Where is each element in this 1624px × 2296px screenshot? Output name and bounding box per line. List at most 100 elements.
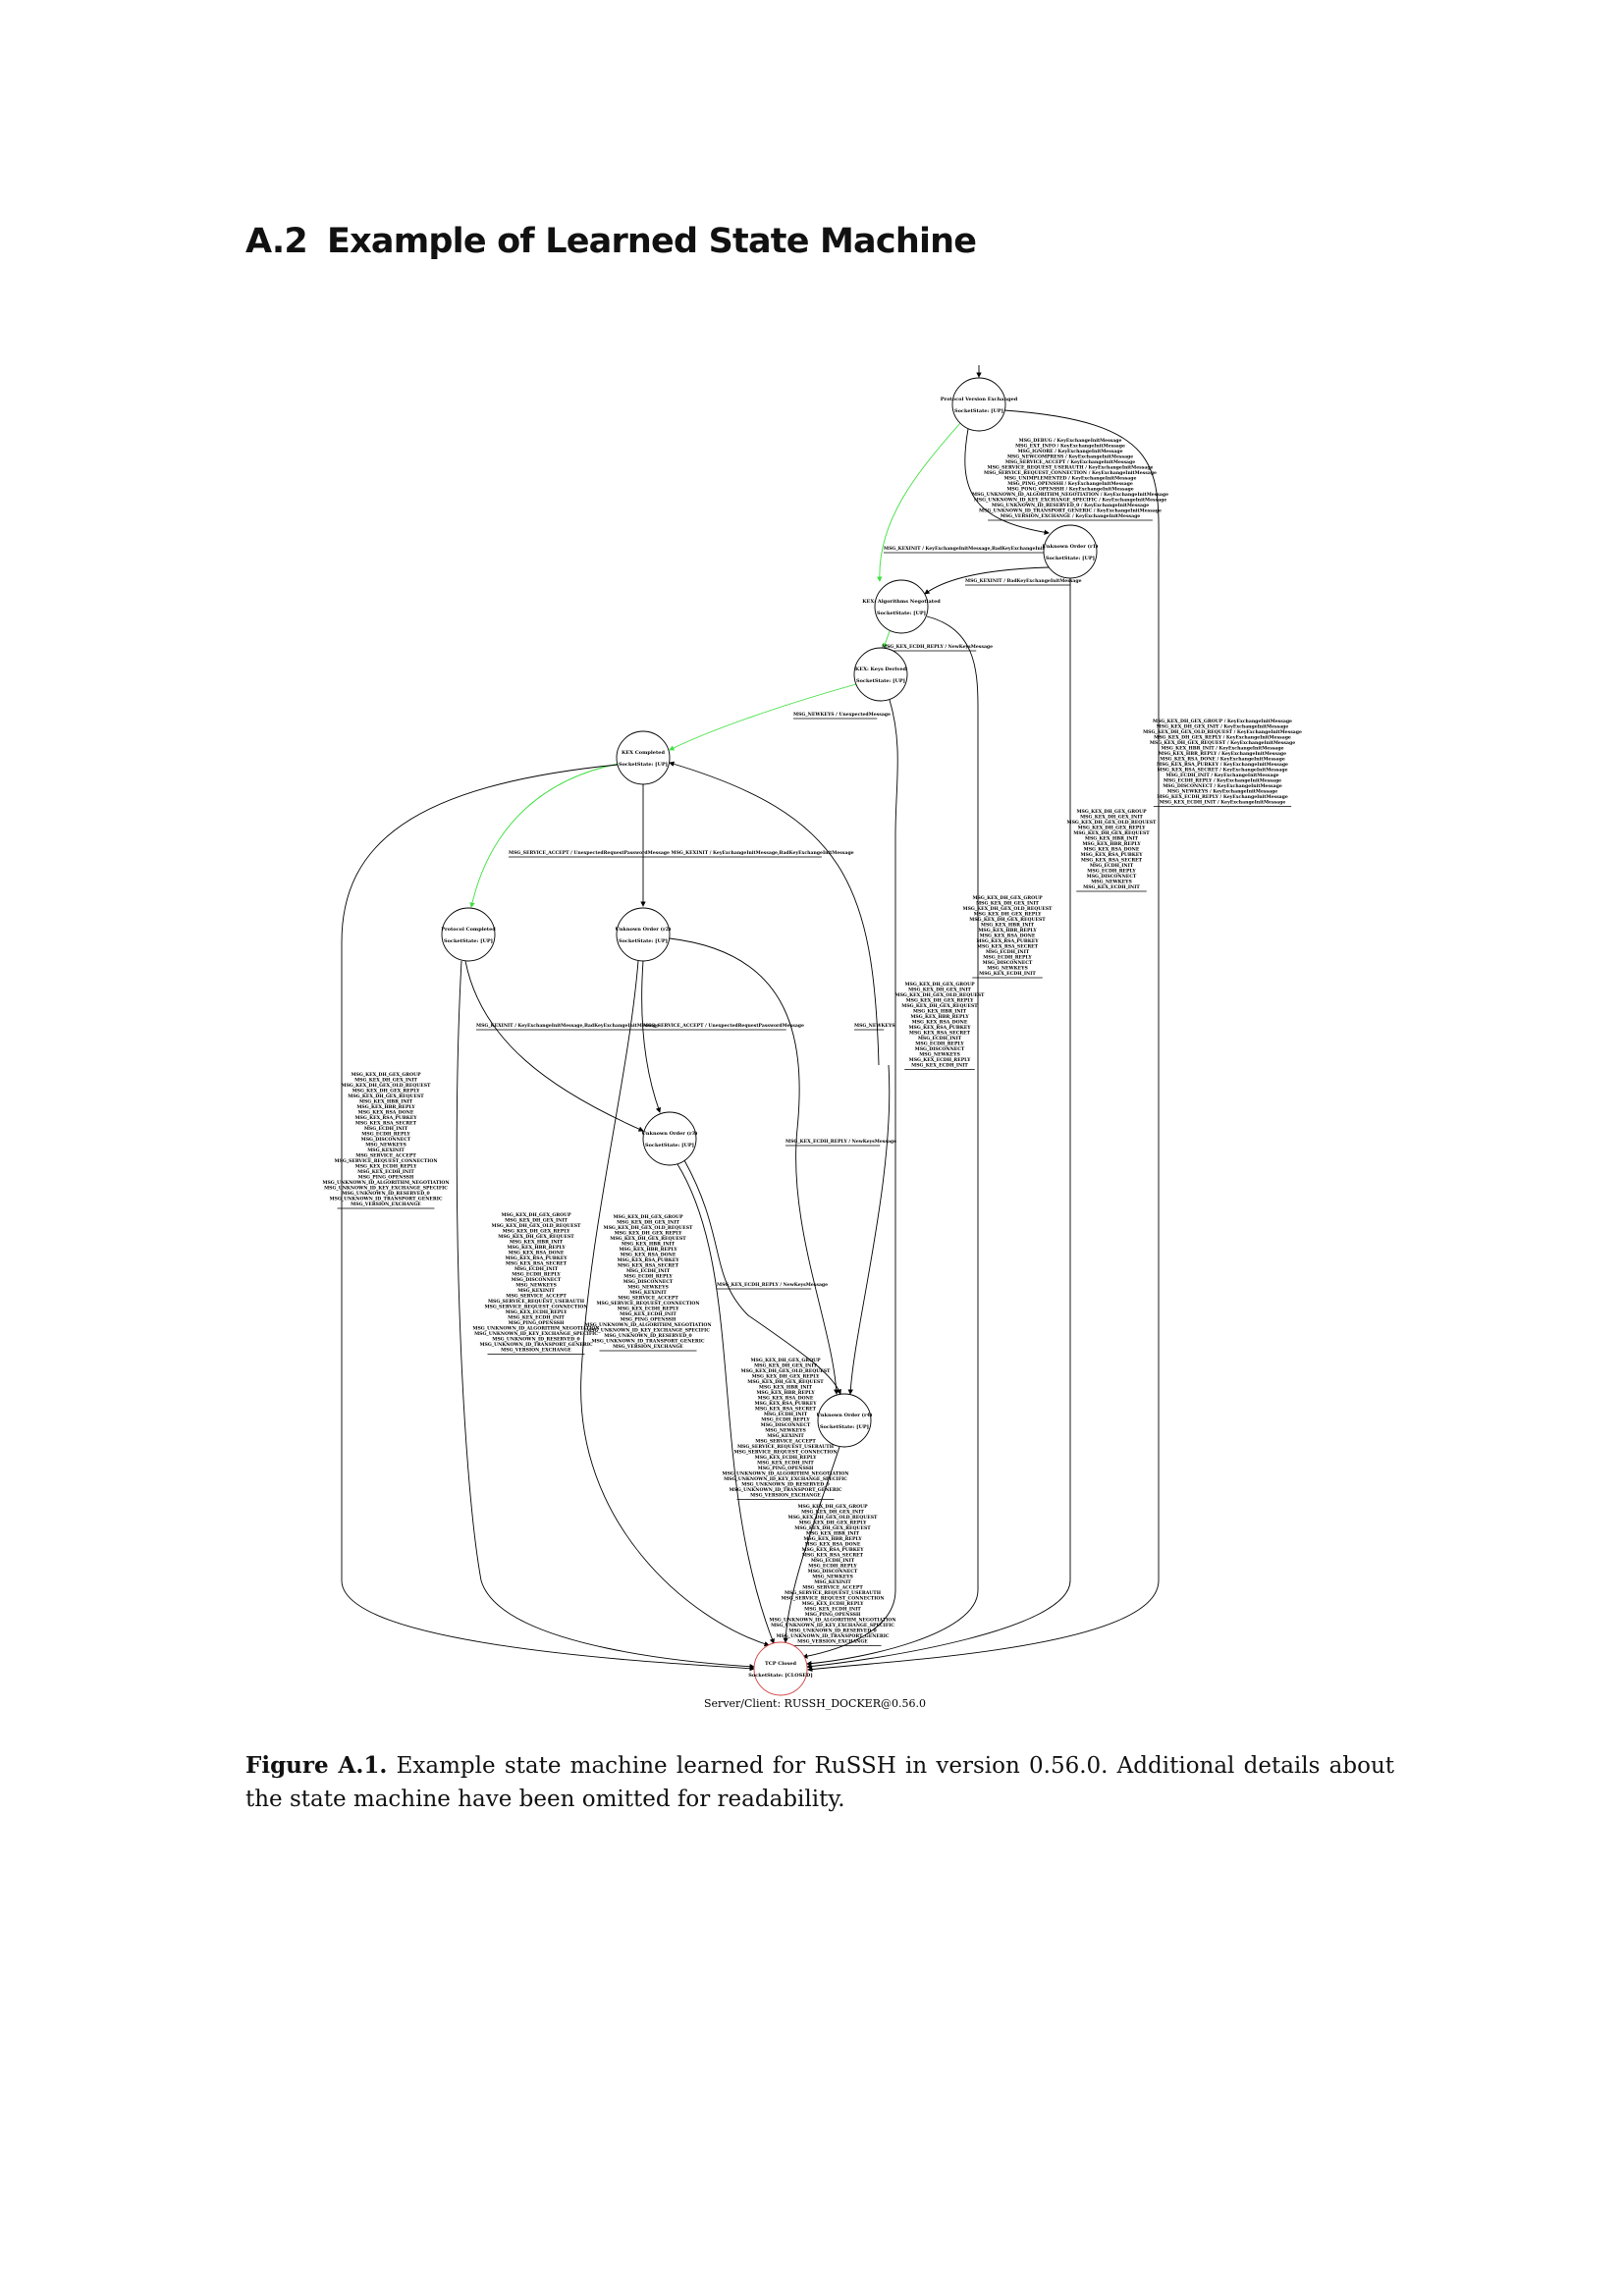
transition-edge (669, 761, 880, 1066)
transition-label-line: MSG_UNKNOWN_ID_TRANSPORT_GENERIC (479, 1342, 592, 1348)
transition-label: MSG_KEX_DH_GEX_GROUPMSG_KEX_DH_GEX_INITM… (472, 1212, 600, 1355)
transition-label-line: MSG_NEWKEYS (515, 1283, 557, 1289)
transition-label-line: MSG_KEX_HBR_INIT (510, 1240, 564, 1246)
transition-label-line: MSG_KEX_DH_GEX_REPLY (906, 998, 975, 1004)
transition-label: MSG_KEXINIT / KeyExchangeInitMessage,Bad… (476, 1023, 659, 1031)
transition-label-line: MSG_KEX_ECDH_INIT (911, 1063, 968, 1069)
transition-label-line: MSG_KEX_DH_GEX_GROUP (351, 1072, 421, 1078)
transition-label-line: MSG_SERVICE_ACCEPT / UnexpectedRequestPa… (509, 850, 854, 856)
transition-label-line: MSG_VERSION_EXCHANGE (613, 1344, 683, 1350)
state-circle (616, 907, 671, 962)
transition-label-line: MSG_ECDH_REPLY (808, 1564, 857, 1570)
state-title: KEX: Keys Derived (855, 667, 907, 672)
state-socket-status: SocketState: [UP] (645, 1143, 694, 1148)
transition-label-line: MSG_KEX_HBR_REPLY (619, 1247, 677, 1253)
transition-label-line: MSG_ECDH_REPLY (361, 1132, 410, 1138)
state-circle (817, 1393, 872, 1448)
transition-label-line: MSG_NEWKEYS (365, 1143, 406, 1148)
transition-label-line: MSG_KEX_DH_GEX_OLD_REQUEST (895, 992, 986, 998)
transition-label-line: MSG_KEX_HBR_INIT (806, 1531, 860, 1537)
transition-label-line: MSG_KEX_RSA_PUBKEY (801, 1547, 864, 1553)
transition-label-line: MSG_EXT_INFO / KeyExchangeInitMessage (1015, 444, 1125, 450)
transition-label-line: MSG_KEX_DH_GEX_REQUEST (1073, 830, 1150, 836)
transition-label-line: MSG_ECDH_INIT (811, 1558, 855, 1564)
transition-label-line: MSG_PING_OPENSSH (358, 1175, 414, 1181)
figure-caption-text: Example state machine learned for RuSSH … (245, 1753, 1394, 1812)
transition-label-line: MSG_KEX_DH_GEX_REQUEST (610, 1236, 686, 1242)
transition-label-line: MSG_KEX_DH_GEX_REQUEST (348, 1094, 424, 1099)
transition-label-line: MSG_KEX_HBR_REPLY (910, 1014, 969, 1020)
transition-label-line: MSG_SERVICE_REQUEST_USERAUTH (785, 1590, 882, 1596)
transition-label-line: MSG_NEWCOMPRESS / KeyExchangeInitMessage (1007, 454, 1133, 460)
transition-label-line: MSG_KEX_DH_GEX_REPLY (615, 1231, 683, 1237)
transition-label-line: MSG_ECDH_REPLY (512, 1272, 561, 1278)
state-title: Unknown Order (r3) (642, 1130, 698, 1137)
transition-label-line: MSG_PING_OPENSSH (758, 1466, 814, 1471)
transition-label-line: MSG_KEX_DH_GEX_REQUEST (747, 1379, 824, 1385)
transition-label-line: MSG_KEX_HBR_INIT (913, 1009, 967, 1015)
transition-label-line: MSG_KEX_RSA_DONE (758, 1396, 814, 1402)
transition-label-line: MSG_KEX_DH_GEX_REQUEST (901, 1003, 978, 1009)
transition-label: MSG_DEBUG / KeyExchangeInitMessageMSG_EX… (972, 438, 1168, 521)
transition-label-line: MSG_KEX_RSA_DONE (509, 1251, 565, 1256)
transition-label-line: MSG_VERSION_EXCHANGE (750, 1493, 821, 1499)
transition-label: MSG_KEX_DH_GEX_GROUPMSG_KEX_DH_GEX_INITM… (963, 895, 1053, 979)
transition-label-line: MSG_ECDH_REPLY (983, 955, 1032, 961)
transition-label-line: MSG_SERVICE_REQUEST_CONNECTION / KeyExch… (984, 470, 1157, 476)
transition-label-line: MSG_KEX_ECDH_REPLY (802, 1601, 864, 1607)
transition-label-line: MSG_KEXINIT (517, 1288, 555, 1294)
transition-label-line: MSG_KEX_RSA_PUBKEY (1080, 852, 1143, 858)
transition-label-line: MSG_KEX_RSA_DONE (1084, 847, 1140, 853)
transition-label-line: MSG_KEX_DH_GEX_REPLY (1078, 826, 1147, 831)
transition-edge (456, 960, 755, 1670)
state-title: Unknown Order (r2) (616, 926, 672, 933)
transition-edge (677, 1163, 775, 1644)
state-circle (874, 579, 929, 634)
transition-label-line: MSG_SERVICE_REQUEST_USERAUTH (488, 1299, 585, 1305)
transition-label-line: MSG_UNKNOWN_ID_TRANSPORT_GENERIC (329, 1197, 442, 1202)
transition-edge (806, 615, 979, 1667)
transition-label-line: MSG_KEXINIT (629, 1290, 667, 1296)
transition-edge (783, 1446, 840, 1643)
transition-label-line: MSG_DISCONNECT / KeyExchangeInitMessage (1163, 783, 1282, 789)
transition-label-line: MSG_UNKNOWN_ID_RESERVED_0 (492, 1337, 579, 1343)
transition-label: MSG_KEX_ECDH_REPLY / NewKeysMessage (882, 644, 993, 652)
transition-label-line: MSG_KEX_RSA_PUBKEY (754, 1401, 817, 1407)
state-socket-status: SocketState: [UP] (820, 1424, 869, 1430)
transition-label-line: MSG_ECDH_INIT (764, 1412, 808, 1417)
transition-label-line: MSG_ECDH_INIT (918, 1036, 962, 1041)
transition-label-line: MSG_SERVICE_REQUEST_CONNECTION (334, 1158, 438, 1164)
transition-label-line: MSG_PING_OPENSSH (621, 1317, 677, 1323)
transition-label-line: MSG_UNKNOWN_ID_KEY_EXCHANGE_SPECIFIC (474, 1331, 598, 1337)
state-circle (1043, 524, 1098, 579)
transition-label-line: MSG_SERVICE_ACCEPT (355, 1153, 416, 1159)
transition-edge (580, 960, 770, 1647)
transition-edge-happy-path (882, 630, 891, 649)
transition-label-line: MSG_KEX_DH_GEX_OLD_REQUEST (342, 1083, 432, 1089)
transition-label-line: MSG_KEXINIT (367, 1148, 405, 1153)
state-node-r4: Unknown Order (r4) SocketState: [UP] (817, 1393, 873, 1448)
transition-label-line: MSG_KEX_ECDH_INIT / KeyExchangeInitMessa… (1160, 800, 1286, 806)
state-title: KEX Completed (622, 750, 665, 756)
transition-label-line: MSG_KEX_RSA_SECRET (802, 1553, 864, 1559)
state-title: Unknown Order (r4) (817, 1412, 873, 1418)
state-node-r3: Unknown Order (r3) SocketState: [UP] (642, 1111, 698, 1166)
transition-label-line: MSG_DEBUG / KeyExchangeInitMessage (1019, 438, 1122, 444)
transition-label-line: MSG_KEX_DH_GEX_GROUP (904, 982, 975, 988)
transition-label-line: MSG_ECDH_INIT (626, 1268, 671, 1274)
transition-label: MSG_KEX_ECDH_REPLY / NewKeysMessage (785, 1139, 896, 1147)
transition-label: MSG_KEX_DH_GEX_GROUP / KeyExchangeInitMe… (1143, 719, 1302, 807)
transition-label-line: MSG_KEX_HBR_REPLY (803, 1536, 862, 1542)
transition-label-line: MSG_UNKNOWN_ID_TRANSPORT_GENERIC (591, 1339, 704, 1345)
state-node-r1: Unknown Order (r1)SocketState: [UP] (1043, 524, 1099, 579)
transition-label-line: MSG_UNKNOWN_ID_KEY_EXCHANGE_SPECIFIC (586, 1328, 710, 1334)
transition-label-line: MSG_KEXINIT (767, 1433, 804, 1439)
state-socket-status: SocketState: [UP] (444, 938, 493, 944)
figure-caption: Figure A.1. Example state machine learne… (245, 1749, 1394, 1816)
transition-label: MSG_NEWKEYS / UnexpectedMessage (793, 712, 891, 720)
transition-label-line: MSG_KEX_DH_GEX_REPLY / KeyExchangeInitMe… (1154, 735, 1291, 741)
transition-label-line: MSG_VERSION_EXCHANGE / KeyExchangeInitMe… (1001, 513, 1141, 519)
transition-label-line: MSG_KEX_HBR_INIT (622, 1242, 676, 1248)
